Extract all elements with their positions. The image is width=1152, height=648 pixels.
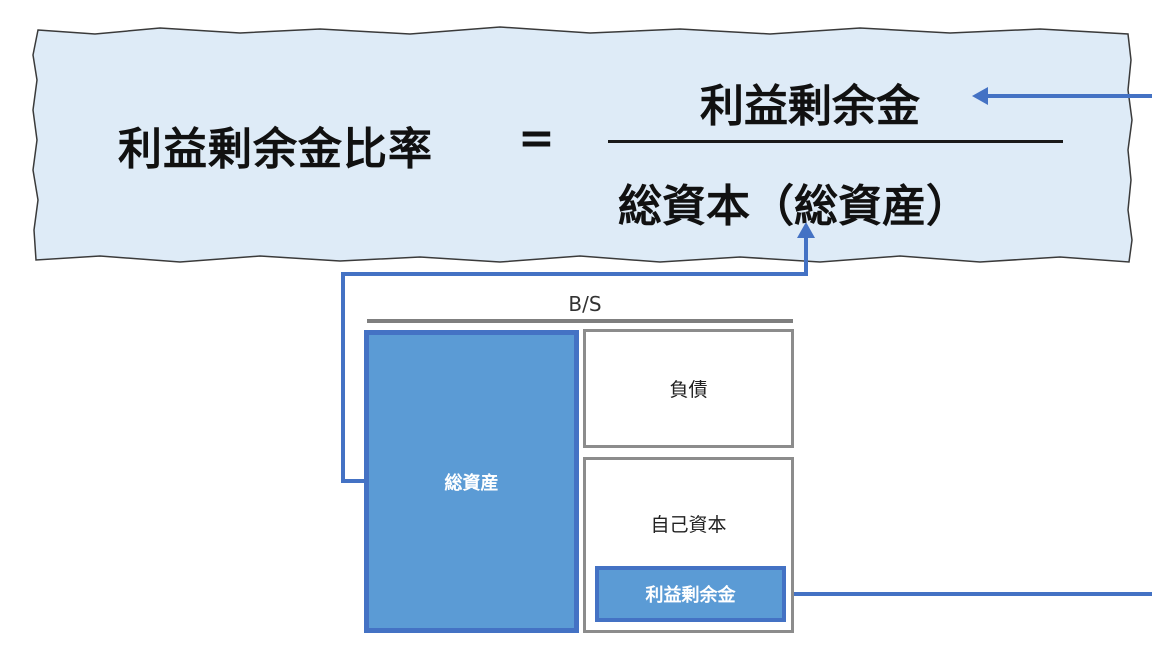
balance-sheet-rule	[367, 319, 793, 323]
total-assets-box: 総資産	[364, 330, 579, 633]
retained-earnings-label: 利益剰余金	[645, 585, 736, 606]
total-assets-label: 総資産	[444, 472, 499, 494]
retained-earnings-box: 利益剰余金	[595, 566, 786, 622]
formula-equals-sign: =	[518, 113, 555, 164]
numerator-arrowhead	[972, 87, 988, 105]
formula-lhs: 利益剰余金比率	[118, 124, 433, 175]
liabilities-box: 負債	[583, 329, 794, 448]
liabilities-label: 負債	[669, 379, 708, 401]
formula-numerator: 利益剰余金	[700, 81, 920, 132]
formula-denominator: 総資本（総資産）	[618, 181, 970, 232]
equity-label: 自己資本	[650, 514, 727, 536]
fraction-bar	[608, 140, 1063, 143]
denominator-arrowhead	[797, 222, 815, 238]
denominator-connector-line	[341, 236, 808, 483]
formula-panel	[32, 26, 1133, 263]
balance-sheet-title: B/S	[568, 292, 602, 316]
